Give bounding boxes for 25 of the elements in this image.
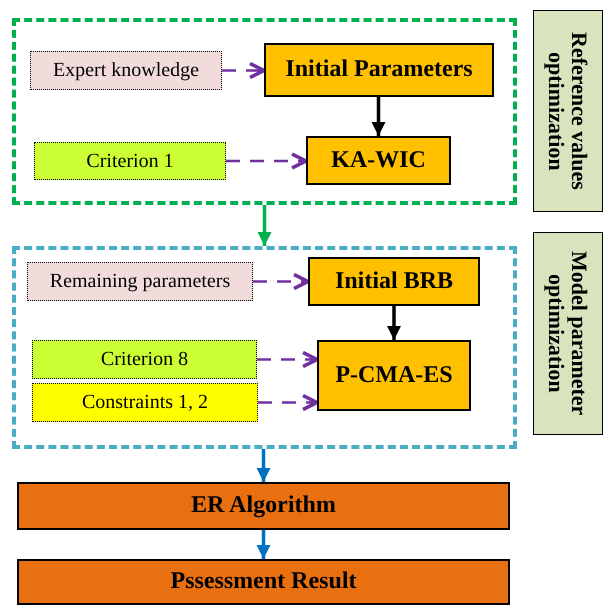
arrow bbox=[226, 152, 308, 170]
process-box: KA-WIC bbox=[306, 136, 451, 185]
stage-label-box: Reference values optimization bbox=[533, 10, 603, 212]
input-box: Criterion 8 bbox=[32, 340, 257, 379]
dashed-group-box bbox=[12, 18, 517, 205]
arrow bbox=[256, 449, 270, 482]
stage-label-box: Model parameter optimization bbox=[533, 232, 603, 435]
arrow bbox=[256, 530, 270, 559]
arrow bbox=[387, 306, 401, 340]
input-box: Expert knowledge bbox=[30, 51, 222, 90]
input-box: Criterion 1 bbox=[34, 142, 226, 180]
arrow bbox=[257, 350, 319, 368]
process-box: Pssessment Result bbox=[17, 559, 510, 605]
arrow bbox=[372, 97, 386, 136]
process-box: Initial BRB bbox=[308, 257, 480, 306]
arrow bbox=[222, 62, 266, 80]
process-box: P-CMA-ES bbox=[317, 340, 471, 411]
dashed-group-box bbox=[12, 246, 517, 449]
arrow bbox=[253, 272, 310, 290]
arrow bbox=[258, 205, 272, 246]
process-box: ER Algorithm bbox=[17, 482, 510, 530]
input-box: Constraints 1, 2 bbox=[32, 383, 258, 422]
input-box: Remaining parameters bbox=[27, 262, 253, 301]
process-box: Initial Parameters bbox=[264, 43, 494, 97]
arrow bbox=[258, 394, 319, 412]
